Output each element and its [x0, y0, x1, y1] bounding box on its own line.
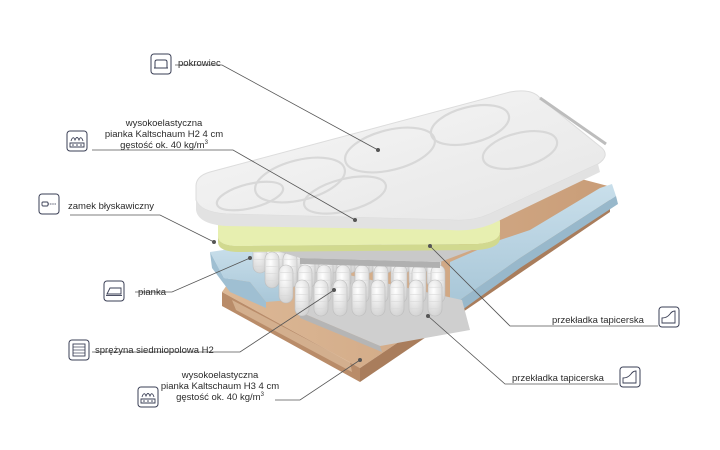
label-top-foam-line2: pianka Kaltschaum H2 4 cm — [104, 129, 224, 140]
spring-pocket — [294, 279, 310, 317]
foam-layer-icon — [137, 386, 159, 408]
leader-lines — [70, 64, 658, 401]
spring-pocket — [278, 264, 294, 304]
spring-pocket — [370, 279, 386, 317]
spring-pocket — [389, 279, 405, 317]
label-top-foam: wysokoelastyczna pianka Kaltschaum H2 4 … — [94, 118, 234, 151]
spring-pocket — [313, 279, 329, 317]
label-springs: sprężyna siedmiopolowa H2 — [95, 345, 214, 356]
spring-pocket — [332, 279, 348, 317]
zipper-icon — [38, 193, 60, 215]
label-bottom-foam-line2: pianka Kaltschaum H3 4 cm — [160, 381, 280, 392]
label-zipper: zamek błyskawiczny — [68, 201, 155, 212]
label-felt-bottom: przekładka tapicerska — [512, 373, 604, 384]
label-bottom-foam-line3: gęstość ok. 40 kg/m3 — [176, 391, 264, 403]
spring-core-icon — [68, 339, 90, 361]
label-bottom-foam-line1: wysokoelastyczna — [181, 370, 259, 381]
label-felt-top: przekładka tapicerska — [552, 315, 644, 326]
spring-pocket — [408, 279, 424, 317]
label-bottom-foam: wysokoelastyczna pianka Kaltschaum H3 4 … — [150, 370, 290, 403]
felt-sheet-icon — [619, 366, 641, 388]
cover-layer — [195, 90, 607, 231]
label-top-foam-line3: gęstość ok. 40 kg/m3 — [120, 139, 208, 151]
spring-pocket — [351, 279, 367, 317]
label-top-foam-line1: wysokoelastyczna — [125, 118, 203, 129]
spring-pocket — [427, 279, 443, 317]
label-foam: pianka — [138, 287, 166, 298]
label-cover: pokrowiec — [178, 58, 221, 69]
foam-layer-icon — [66, 130, 88, 152]
spring-pocket — [264, 251, 280, 289]
mattress-cover-icon — [150, 53, 172, 75]
foam-block-icon — [103, 280, 125, 302]
felt-sheet-icon — [658, 306, 680, 328]
